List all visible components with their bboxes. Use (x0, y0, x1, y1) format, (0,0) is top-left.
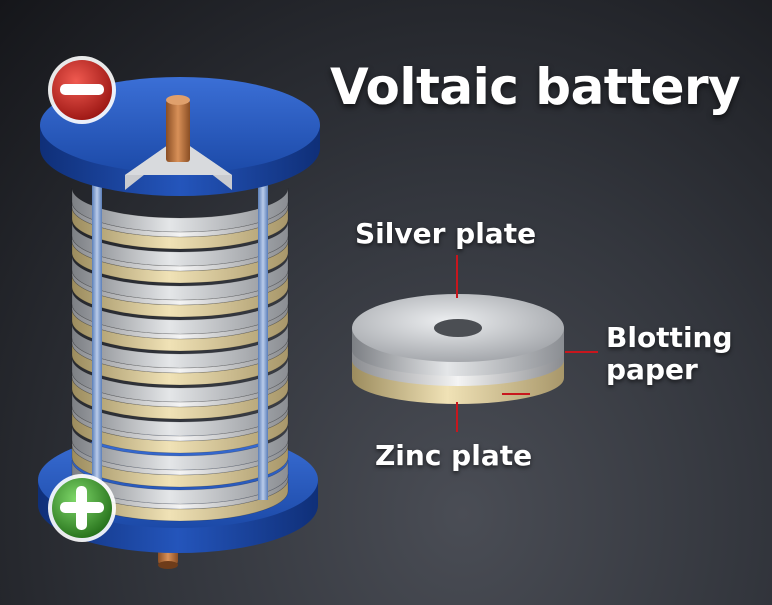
zinc-plate-label: Zinc plate (375, 440, 532, 472)
blotting-paper-label: Blotting paper (606, 322, 733, 386)
plate-stack (72, 188, 288, 521)
plus-icon (48, 474, 116, 542)
silver-plate-label: Silver plate (355, 218, 536, 250)
blotting-paper-label-line1: Blotting (606, 322, 733, 354)
minus-icon (48, 56, 116, 124)
single-cell (352, 294, 564, 404)
support-rod-right (258, 185, 268, 500)
top-terminal (166, 95, 190, 162)
page-title: Voltaic battery (330, 58, 740, 116)
blotting-paper-label-line2: paper (606, 354, 733, 386)
support-rod-left (92, 185, 102, 500)
